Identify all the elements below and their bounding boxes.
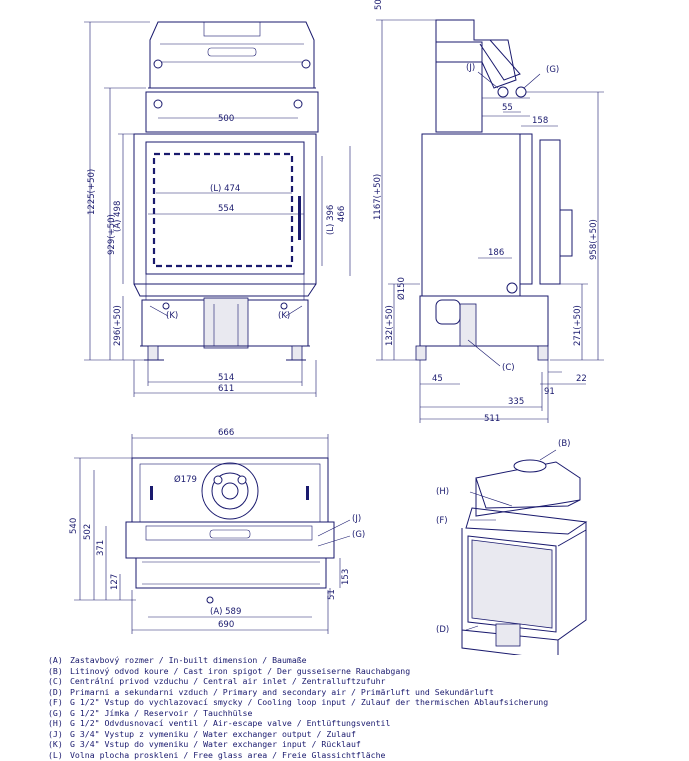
legend-text: G 1/2" Vstup do vychlazovací smycky / Co… — [70, 697, 549, 707]
legend-text: Primarni a sekundarni vzduch / Primary a… — [70, 686, 494, 697]
front-axis-height-dim: 929(+50) — [107, 214, 117, 255]
legend-key: (C) — [48, 676, 63, 686]
legend-key: (J) — [48, 728, 63, 739]
front-base-width-dim: 514 — [218, 373, 234, 383]
legend-key: (G) — [48, 707, 63, 718]
legend-text: Litinový odvod koure / Cast iron spigot … — [70, 665, 411, 676]
top-d153-dim: 153 — [341, 569, 351, 585]
legend-row: (G) G 1/2" Jímka / Reservoir / Tauchhülse — [48, 708, 678, 719]
top-total-width-dim: 690 — [218, 620, 234, 630]
spigot-spacing-dim: 500 — [218, 114, 234, 124]
legend-text: G 1/2" Odvdusnovací ventil / Air-escape … — [70, 718, 391, 728]
f-label-iso: (F) — [436, 516, 448, 526]
legend-row: (C) Centrální privod vzduchu / Central ai… — [48, 676, 678, 687]
legend-text: Centrální privod vzduchu / Central air i… — [70, 676, 386, 686]
side-air-height-dim: 132(+50) — [385, 305, 395, 346]
c-label-side: (C) — [502, 363, 515, 373]
technical-drawing: 500 (L) 474 554 (L) 396 466 1225(+50) 92… — [69, 0, 604, 655]
k-label-right: (K) — [278, 311, 290, 321]
top-inner-width-dim: (A) 589 — [210, 607, 241, 617]
legend-row: (B) Litinový odvod koure / Cast iron spig… — [48, 666, 678, 677]
side-base-height-dim: 271(+50) — [573, 305, 583, 346]
legend-key: (D) — [48, 686, 63, 697]
side-top-offset-dim: 50 — [374, 0, 384, 10]
h-label-iso: (H) — [436, 487, 449, 497]
legend-row: (J) G 3/4" Vystup z vymeniku / Water exch… — [48, 729, 678, 740]
side-d335-dim: 335 — [508, 397, 524, 407]
g-label-top: (G) — [352, 530, 365, 540]
top-depth-540-dim: 540 — [69, 518, 79, 534]
front-view: 500 (L) 474 554 (L) 396 466 1225(+50) 92… — [84, 21, 351, 397]
b-label-iso: (B) — [558, 439, 570, 449]
opening-height-dim: 466 — [337, 206, 347, 222]
opening-width-dim: 554 — [218, 204, 234, 214]
legend-text: Volna plocha proskleni / Free glass area… — [70, 749, 386, 760]
k-label-left: (K) — [166, 311, 178, 321]
front-overall-height-dim: 1225(+50) — [87, 169, 97, 215]
legend-row: (L) Volna plocha proskleni / Free glass a… — [48, 750, 678, 761]
legend-key: (B) — [48, 665, 63, 676]
legend-key: (L) — [48, 749, 63, 760]
front-base-height-dim: 296(+50) — [113, 305, 123, 346]
side-air-diameter-dim: Ø150 — [396, 277, 407, 300]
side-d22-dim: 22 — [576, 374, 587, 384]
top-overall-width-dim: 666 — [218, 428, 234, 438]
iso-view: (B) (H) (F) (D) — [436, 439, 588, 655]
d-label-iso: (D) — [436, 625, 449, 635]
legend-key: (K) — [48, 739, 63, 749]
legend-row: (F) G 1/2" Vstup do vychlazovací smycky /… — [48, 697, 678, 708]
legend-row: (H) G 1/2" Odvdusnovací ventil / Air-esca… — [48, 718, 678, 729]
front-overall-width-dim: 611 — [218, 384, 234, 394]
j-label-top: (J) — [352, 514, 361, 524]
glass-width-dim: (L) 474 — [210, 184, 240, 194]
legend-key: (A) — [48, 655, 63, 665]
legend-key: (H) — [48, 718, 63, 728]
legend-row: (D) Primarni a sekundarni vzduch / Primar… — [48, 687, 678, 698]
top-depth-127-dim: 127 — [110, 574, 120, 590]
top-depth-371-dim: 371 — [96, 540, 106, 556]
top-depth-502-dim: 502 — [83, 524, 93, 540]
legend-key: (F) — [48, 697, 63, 707]
legend-text: Zastavbový rozmer / In-built dimension /… — [70, 655, 307, 665]
side-d45-dim: 45 — [432, 374, 443, 384]
side-overall-height-dim: 1167(+50) — [373, 174, 383, 220]
legend-text: G 3/4" Vystup z vymeniku / Water exchang… — [70, 728, 356, 739]
side-depth-186-dim: 186 — [488, 248, 504, 258]
top-d51-dim: 51 — [327, 589, 337, 600]
top-view: 666 (A) 589 690 540 502 371 127 Ø179 153… — [69, 428, 365, 634]
front-builtin-height-dim: (A) 498 — [113, 201, 123, 232]
legend: (A) Zastavbový rozmer / In-built dimensio… — [48, 655, 678, 760]
side-depth-158-dim: 158 — [532, 116, 548, 126]
side-axis-height-dim: 958(+50) — [589, 219, 599, 260]
legend-row: (K) G 3/4" Vstup do vymeniku / Water exch… — [48, 739, 678, 750]
legend-text: G 1/2" Jímka / Reservoir / Tauchhülse — [70, 707, 253, 718]
side-spigot-x-dim: 55 — [502, 103, 513, 113]
j-label-side: (J) — [466, 63, 475, 73]
glass-height-dim: (L) 396 — [326, 205, 336, 235]
legend-text: G 3/4" Vstup do vymeniku / Water exchang… — [70, 739, 361, 749]
legend-row: (A) Zastavbový rozmer / In-built dimensio… — [48, 655, 678, 666]
side-d91-dim: 91 — [544, 387, 555, 397]
top-spigot-diameter-dim: Ø179 — [174, 474, 197, 485]
side-d511-dim: 511 — [484, 414, 500, 424]
g-label-side: (G) — [546, 65, 559, 75]
side-view: 50 1167(+50) 132(+50) Ø150 55 158 186 95… — [373, 0, 604, 424]
